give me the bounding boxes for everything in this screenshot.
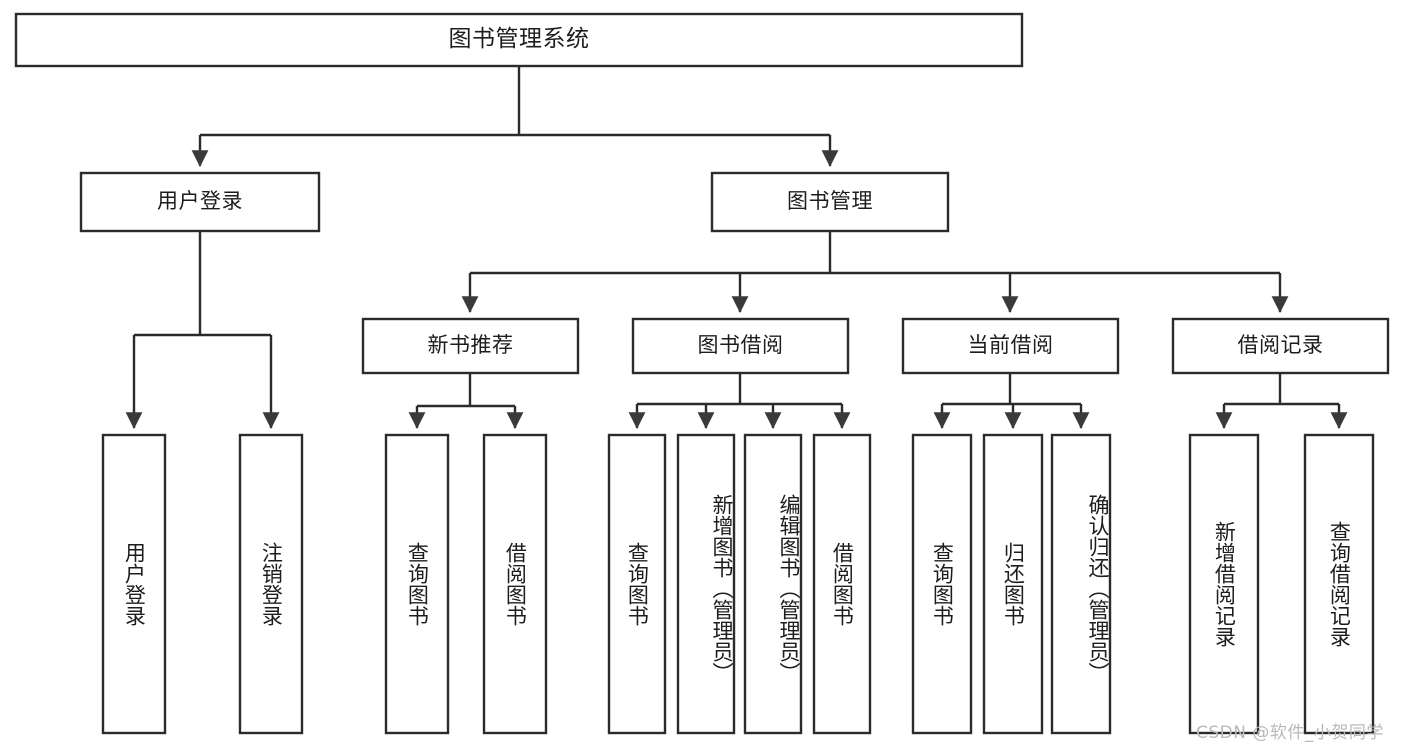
- node-box-leaf-borrow-book-1[interactable]: [482, 433, 548, 735]
- node-box-leaf-user-logout[interactable]: [238, 433, 304, 735]
- node-box-leaf-query-book-1[interactable]: [384, 433, 450, 735]
- node-box-borrow-record[interactable]: [1171, 317, 1390, 375]
- node-box-leaf-query-book-3[interactable]: [911, 433, 973, 735]
- node-box-leaf-query-book-2[interactable]: [607, 433, 667, 735]
- node-box-leaf-add-record[interactable]: [1188, 433, 1260, 735]
- node-box-leaf-user-login[interactable]: [101, 433, 167, 735]
- node-box-current-borrow[interactable]: [901, 317, 1120, 375]
- node-box-book-management[interactable]: [710, 171, 950, 233]
- node-box-leaf-add-book[interactable]: [676, 433, 736, 735]
- node-box-leaf-return-book[interactable]: [982, 433, 1044, 735]
- node-box-leaf-edit-book[interactable]: [743, 433, 803, 735]
- node-box-user-login[interactable]: [79, 171, 321, 233]
- node-box-leaf-query-record[interactable]: [1303, 433, 1375, 735]
- node-box-new-book-recommend[interactable]: [361, 317, 580, 375]
- node-box-root[interactable]: [14, 12, 1024, 68]
- node-box-book-borrow[interactable]: [631, 317, 850, 375]
- node-box-leaf-confirm-return[interactable]: [1050, 433, 1112, 735]
- node-box-leaf-borrow-book-2[interactable]: [812, 433, 872, 735]
